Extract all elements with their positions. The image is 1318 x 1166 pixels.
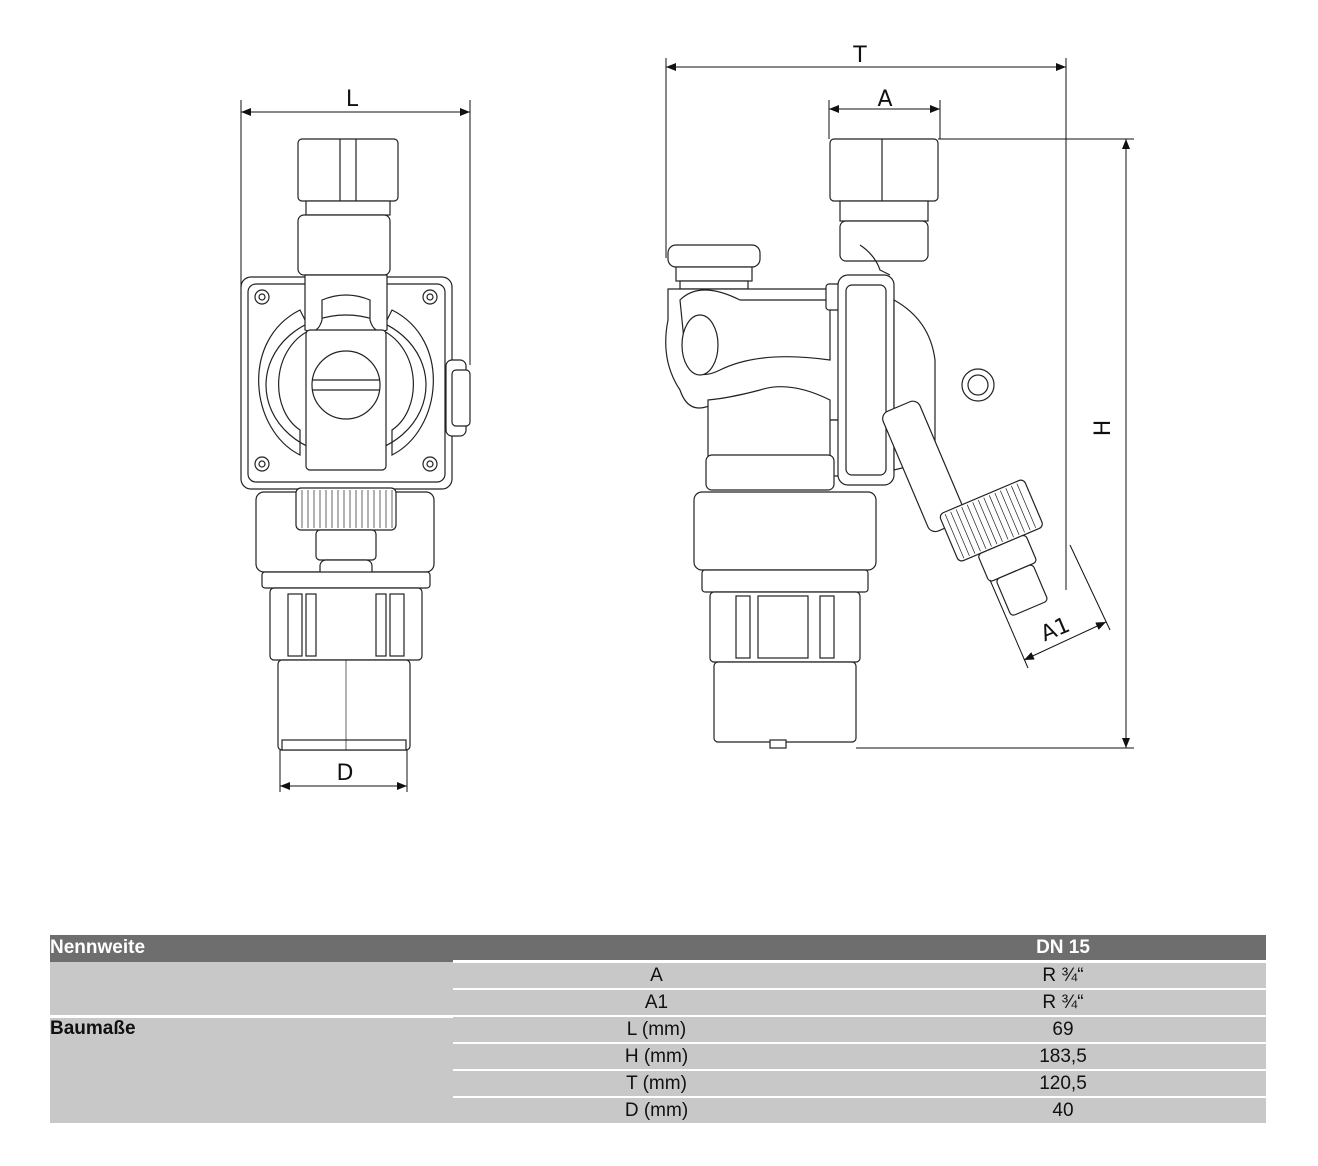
row-label: T (mm) [453,1069,860,1097]
spec-table: Nennweite DN 15 A R ¾“ A1 R ¾“ Baumaße L… [50,935,1266,1123]
row-label: A1 [453,988,860,1016]
table-row: D (mm) 40 [50,1096,1266,1123]
row-value: R ¾“ [860,988,1266,1016]
group-empty-cell [50,961,453,1016]
row-label: L (mm) [453,1015,860,1043]
row-value: 120,5 [860,1069,1266,1097]
table-row: A1 R ¾“ [50,988,1266,1016]
front-view [240,138,471,751]
table-row: Baumaße L (mm) 69 [50,1014,1266,1123]
row-value: 40 [860,1096,1266,1123]
row-label: H (mm) [453,1042,860,1070]
dim-label-h: H [1091,420,1116,437]
table-row: T (mm) 120,5 [50,1069,1266,1097]
row-value: 69 [860,1015,1266,1043]
technical-drawing: L D T A H A1 [240,43,1134,792]
dim-label-t: T [852,43,867,68]
group-label-baumasse: Baumaße [50,1014,453,1123]
row-value: R ¾“ [860,960,1266,989]
header-empty [453,935,860,962]
dim-label-l: L [346,87,359,112]
table-row: H (mm) 183,5 [50,1042,1266,1070]
table-header: Nennweite DN 15 [50,935,1266,962]
dim-label-d: D [337,761,354,786]
dim-label-a: A [877,87,892,112]
table-row: A R ¾“ [50,960,1266,1016]
row-label: A [453,960,860,989]
header-nennweite: Nennweite [50,935,453,962]
row-value: 183,5 [860,1042,1266,1070]
side-view [665,138,1048,749]
dimension-lines [240,58,1134,792]
dim-label-a1: A1 [1037,613,1074,647]
row-label: D (mm) [453,1096,860,1123]
header-dn: DN 15 [860,935,1266,962]
